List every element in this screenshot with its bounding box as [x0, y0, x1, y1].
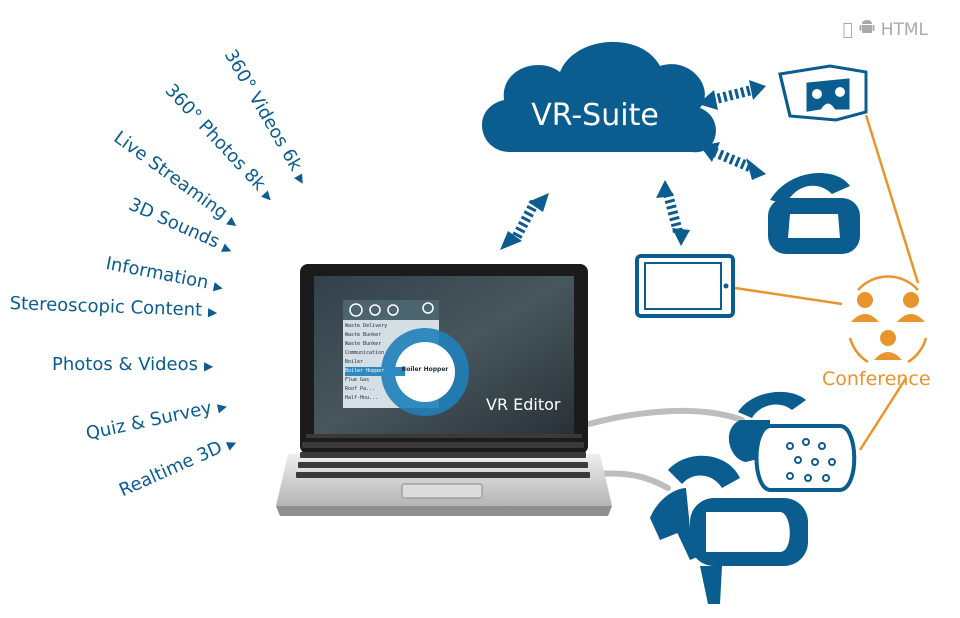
android-icon	[859, 18, 875, 41]
conference-group-icon	[848, 275, 928, 364]
laptop-keyboard	[296, 434, 590, 478]
conference-label: Conference	[822, 368, 931, 390]
triangle-icon: ▶	[204, 359, 214, 373]
laptop-screen-dial	[381, 328, 469, 416]
triangle-icon: ▶	[207, 304, 218, 320]
dial-value: Boiler Hopper	[401, 366, 449, 373]
cardboard-viewer-icon	[778, 64, 868, 122]
arrow-cloud-tablet	[656, 180, 690, 246]
laptop-screen-menu: Waste Delivery Waste Bunker Waste Bunker…	[345, 322, 405, 403]
vive-headset-icon	[728, 391, 857, 492]
laptop-screen-label: VR Editor	[486, 395, 561, 414]
menu-item: Waste Bunker	[345, 332, 382, 338]
menu-item: Boiler	[345, 359, 364, 365]
menu-item: Waste Delivery	[345, 323, 388, 329]
menu-item: Communication	[345, 350, 385, 356]
arrow-cloud-headset	[700, 142, 766, 180]
menu-item: Boiler Hopper	[345, 367, 405, 376]
laptop-illustration	[276, 264, 612, 516]
arrow-cloud-cardboard	[698, 80, 766, 110]
platform-badges:  HTML	[842, 18, 928, 41]
cloud-label: VR-Suite	[531, 98, 659, 133]
feature-label: Photos & Videos▶	[52, 354, 214, 375]
menu-item: Flue Gas	[345, 377, 370, 383]
apple-icon: 	[842, 20, 852, 40]
menu-item: Roof Pa...	[345, 386, 376, 392]
rift-headset-icon	[650, 455, 808, 604]
dial-prompt: Please enter location name	[410, 344, 440, 354]
menu-item: Half-Hou...	[345, 395, 379, 401]
sync-arrows	[500, 80, 766, 250]
html-label: HTML	[880, 19, 928, 40]
arrow-cloud-laptop	[500, 193, 549, 250]
conference-connections	[734, 114, 920, 451]
tablet-icon	[635, 254, 735, 318]
menu-item: Waste Bunker	[345, 341, 382, 347]
cloud-shape	[481, 41, 716, 153]
vr-headset-icon	[768, 173, 860, 254]
